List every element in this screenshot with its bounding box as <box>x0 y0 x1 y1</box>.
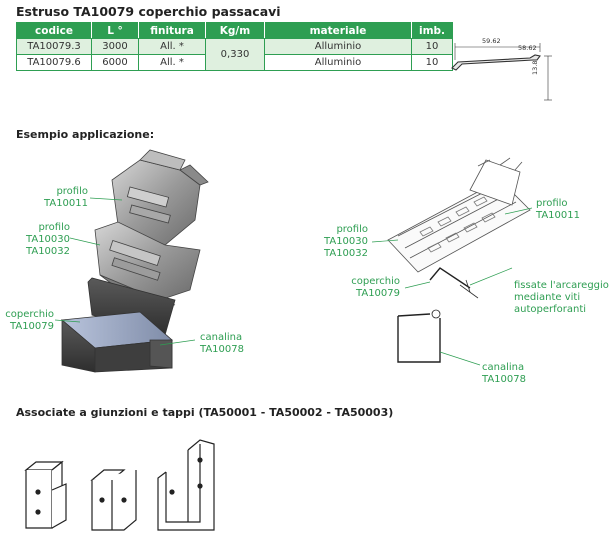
cell-imb: 10 <box>411 54 453 71</box>
connector-ta50002 <box>90 469 137 531</box>
spec-table: codice L ° finitura Kg/m materiale imb. … <box>16 22 453 71</box>
label-right-fissate: fissate l'arcareggio mediante viti autop… <box>514 280 609 316</box>
label-text: mediante viti <box>514 292 581 303</box>
col-header-materiale: materiale <box>264 22 412 39</box>
label-text: coperchio <box>351 276 400 287</box>
label-text: profilo <box>536 198 568 209</box>
cell-codice: TA10079.3 <box>16 38 92 55</box>
col-header-finitura: finitura <box>138 22 206 39</box>
label-right-profilo-2: profilo TA10030 TA10032 <box>314 224 368 260</box>
label-left-canalina: canalina TA10078 <box>200 332 244 356</box>
table-row: TA10079.3 3000 All. * 0,330 Alluminio 10 <box>16 38 453 71</box>
label-text: TA10079 <box>356 288 400 299</box>
cell-kgm: 0,330 <box>205 38 265 71</box>
label-text: canalina <box>200 332 243 343</box>
label-text: TA10078 <box>482 374 526 385</box>
label-right-profilo-1: profilo TA10011 <box>536 198 580 222</box>
cell-imb: 10 <box>411 38 453 55</box>
cell-l: 6000 <box>91 54 139 71</box>
table-row: TA10079.6 6000 All. * Alluminio 10 <box>16 54 453 71</box>
label-text: TA10079 <box>10 321 54 332</box>
section-heading-application: Esempio applicazione: <box>16 128 155 141</box>
label-text: TA10030 <box>26 234 70 245</box>
label-left-profilo-2: profilo TA10030 TA10032 <box>14 222 70 258</box>
label-text: profilo <box>38 222 70 233</box>
label-text: TA10011 <box>536 210 580 221</box>
label-text: TA10032 <box>324 248 368 259</box>
dim-width-2: 58.62 <box>518 44 537 52</box>
cell-materiale: Alluminio <box>264 54 412 71</box>
col-header-codice: codice <box>16 22 92 39</box>
label-text: canalina <box>482 362 525 373</box>
dim-width: 59.62 <box>482 37 501 45</box>
col-header-kgm: Kg/m <box>205 22 265 39</box>
cell-finitura: All. * <box>138 54 206 71</box>
label-text: fissate l'arcareggio <box>514 280 609 291</box>
col-header-imb: imb. <box>411 22 453 39</box>
label-left-coperchio: coperchio TA10079 <box>0 309 54 333</box>
cell-l: 3000 <box>91 38 139 55</box>
page-title: Estruso TA10079 coperchio passacavi <box>16 4 281 19</box>
label-text: TA10078 <box>200 344 244 355</box>
label-text: TA10032 <box>26 246 70 257</box>
label-right-canalina: canalina TA10078 <box>482 362 526 386</box>
col-header-l: L ° <box>91 22 139 39</box>
dim-height: 13.8 <box>531 60 539 75</box>
connector-ta50003 <box>157 439 215 531</box>
cell-codice: TA10079.6 <box>16 54 92 71</box>
connector-ta50001 <box>24 460 67 529</box>
label-left-profilo-1: profilo TA10011 <box>30 186 88 210</box>
label-text: autoperforanti <box>514 304 587 315</box>
label-text: TA10011 <box>44 198 88 209</box>
section-heading-associate: Associate a giunzioni e tappi (TA50001 -… <box>16 406 394 419</box>
cell-materiale: Alluminio <box>264 38 412 55</box>
label-text: profilo <box>56 186 88 197</box>
label-text: profilo <box>336 224 368 235</box>
label-text: TA10030 <box>324 236 368 247</box>
cell-finitura: All. * <box>138 38 206 55</box>
label-text: coperchio <box>5 309 54 320</box>
label-right-coperchio: coperchio TA10079 <box>346 276 400 300</box>
